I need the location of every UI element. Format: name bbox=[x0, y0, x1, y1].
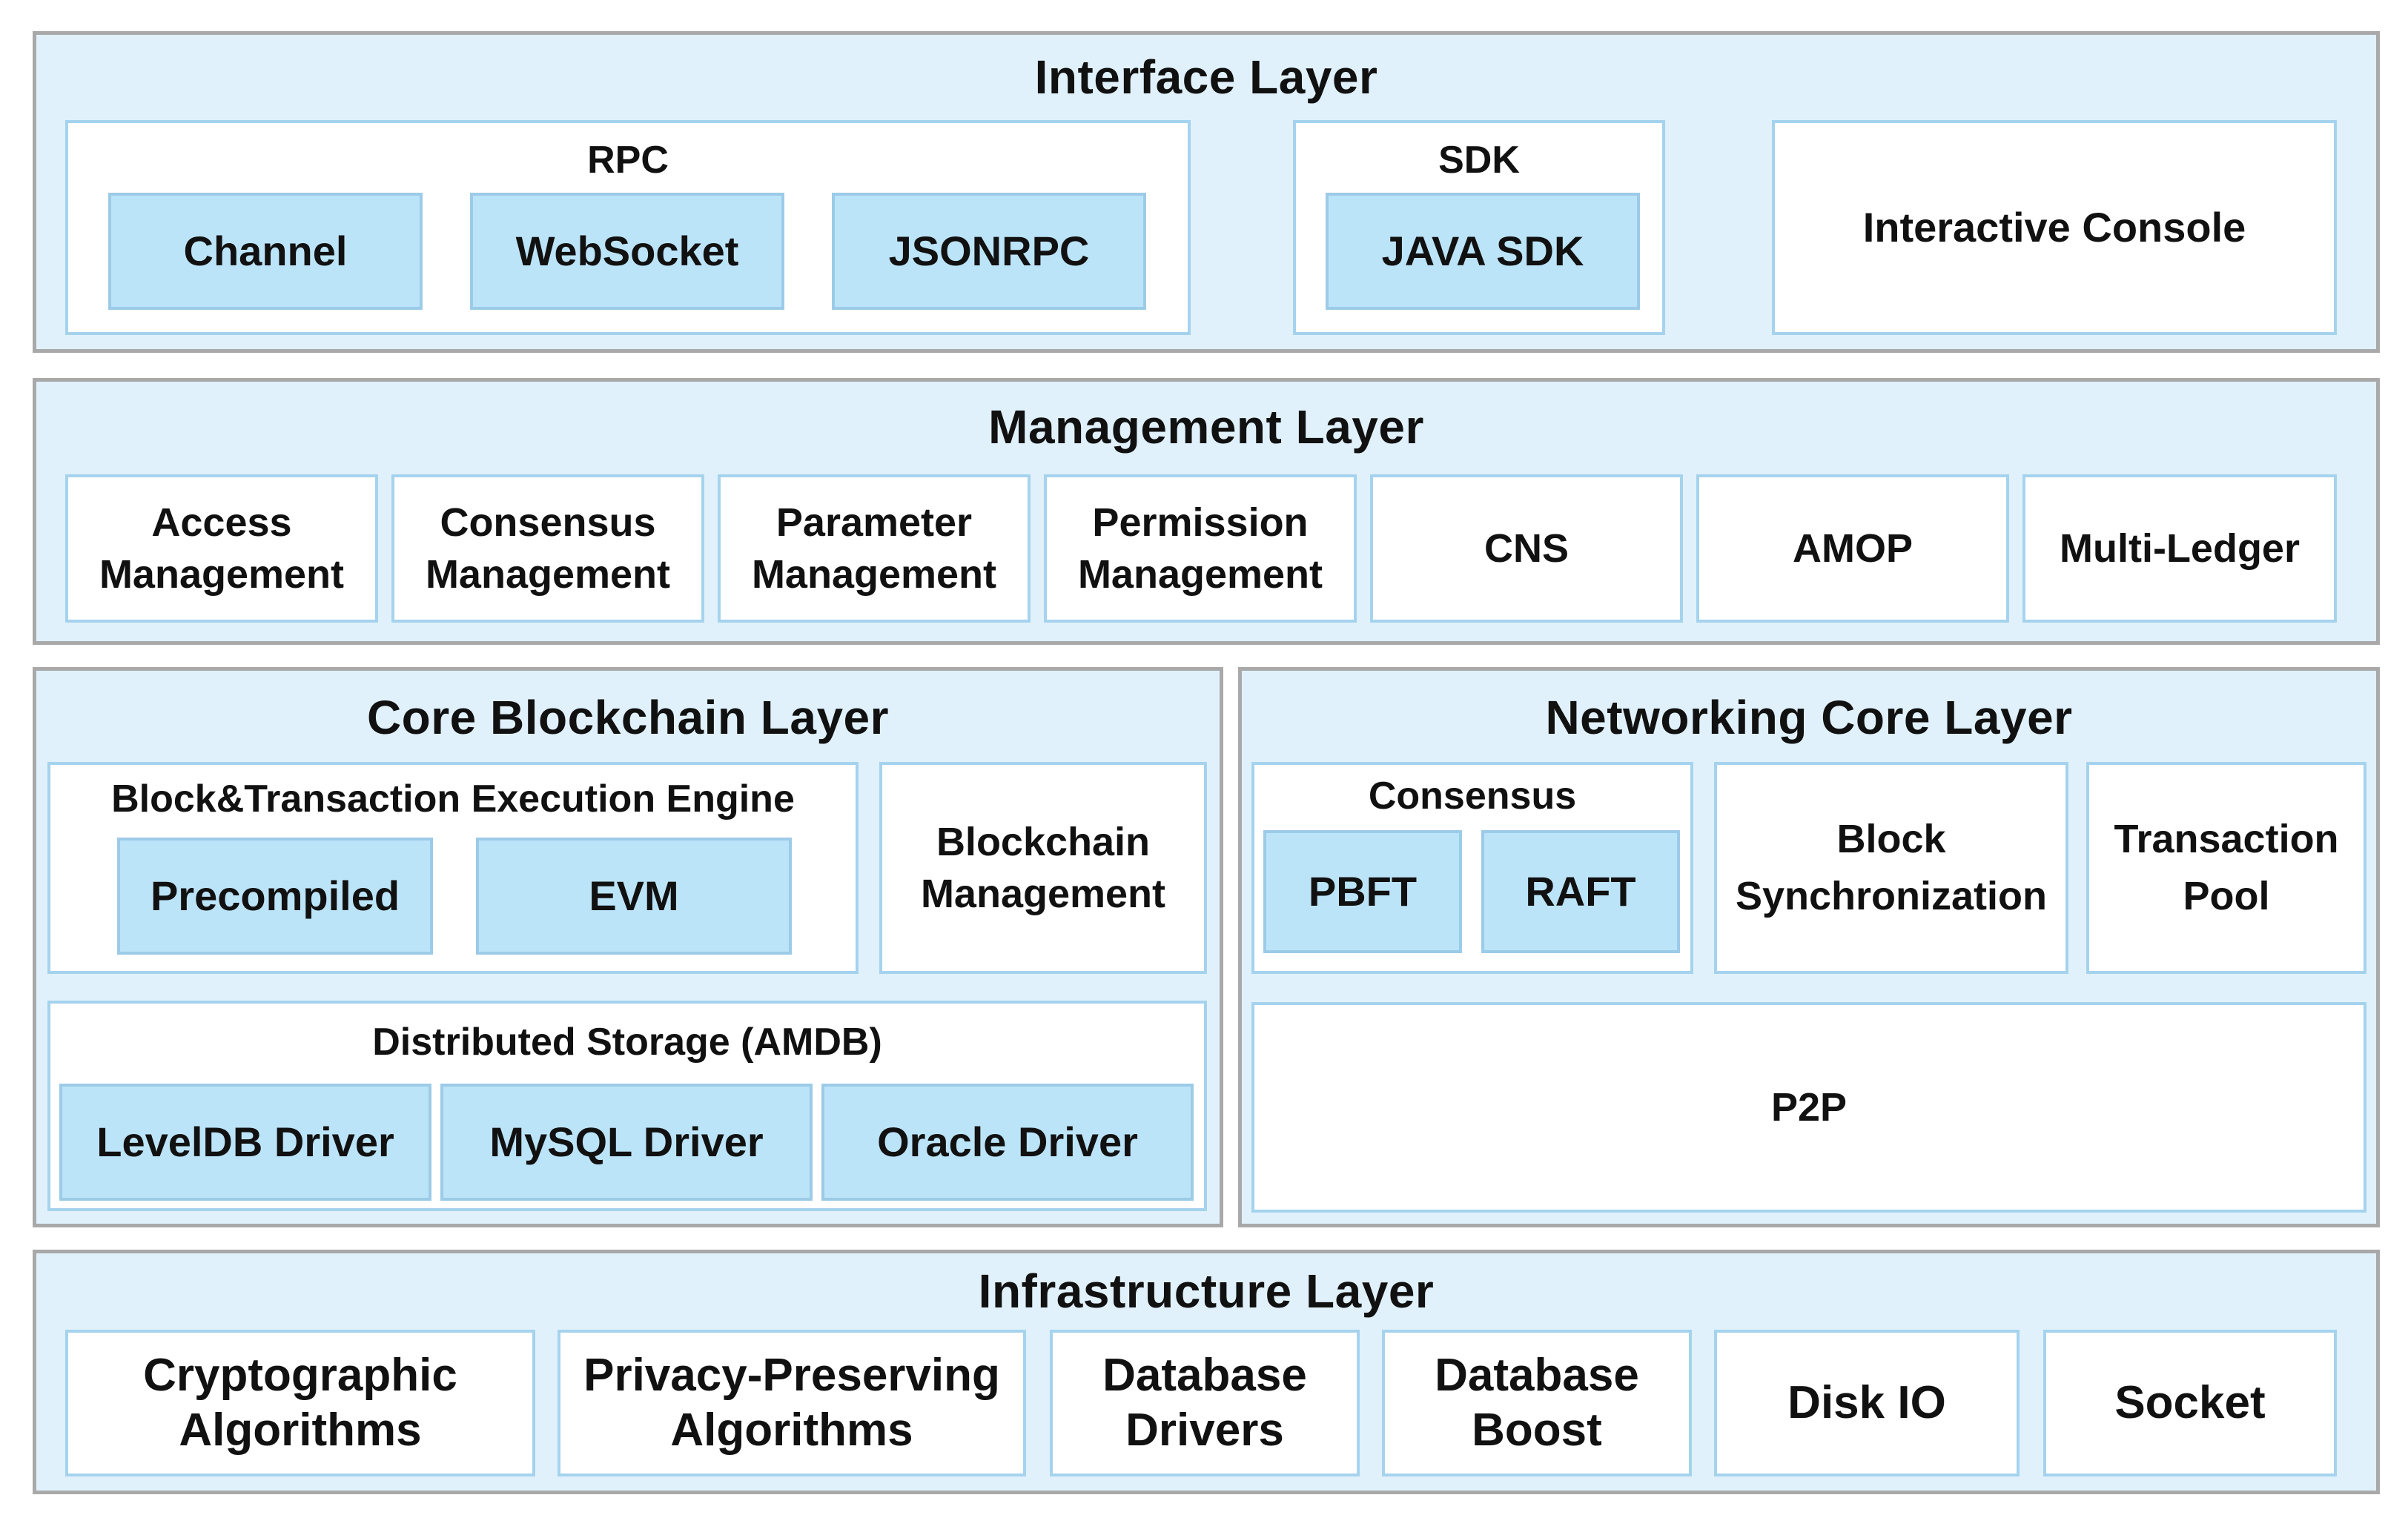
interface-layer-title: Interface Layer bbox=[1034, 50, 1378, 104]
infra-db-drivers-line2: Drivers bbox=[1125, 1405, 1284, 1456]
rpc-websocket: WebSocket bbox=[470, 193, 784, 310]
blockchain-management-line1: Blockchain bbox=[936, 819, 1151, 864]
infra-db-boost-line2: Boost bbox=[1472, 1405, 1602, 1456]
execution-engine-title: Block&Transaction Execution Engine bbox=[111, 778, 795, 821]
mgmt-item-permission-line2: Management bbox=[1077, 552, 1323, 597]
storage-leveldb-driver: LevelDB Driver bbox=[59, 1084, 431, 1201]
infra-crypto-line2: Algorithms bbox=[179, 1405, 422, 1456]
mgmt-item-permission-line1: Permission bbox=[1092, 500, 1309, 545]
transaction-pool-line2: Pool bbox=[2183, 874, 2270, 918]
block-sync-line1: Block bbox=[1836, 817, 1946, 862]
consensus-pbft: PBFT bbox=[1263, 830, 1462, 953]
networking-core-layer-title: Networking Core Layer bbox=[1545, 691, 2073, 744]
mgmt-item-multi-ledger: Multi-Ledger bbox=[2022, 474, 2337, 623]
infra-privacy-line1: Privacy-Preserving bbox=[583, 1349, 1000, 1401]
interactive-console: Interactive Console bbox=[1772, 120, 2337, 335]
infra-crypto-line1: Cryptographic bbox=[143, 1349, 457, 1401]
engine-precompiled: Precompiled bbox=[117, 838, 433, 955]
mgmt-item-cns: CNS bbox=[1370, 474, 1683, 623]
mgmt-item-parameter-line2: Management bbox=[751, 552, 997, 597]
mgmt-item-amop: AMOP bbox=[1696, 474, 2009, 623]
consensus-raft: RAFT bbox=[1481, 830, 1680, 953]
transaction-pool-line1: Transaction bbox=[2114, 817, 2339, 862]
infra-disk-io: Disk IO bbox=[1714, 1330, 2020, 1476]
storage-mysql-driver: MySQL Driver bbox=[440, 1084, 813, 1201]
mgmt-item-consensus-line1: Consensus bbox=[440, 500, 656, 545]
storage-oracle-driver: Oracle Driver bbox=[821, 1084, 1194, 1201]
sdk-group-title: SDK bbox=[1438, 139, 1520, 182]
mgmt-item-consensus-line2: Management bbox=[425, 552, 671, 597]
block-sync-line2: Synchronization bbox=[1735, 874, 2048, 918]
mgmt-item-access-line1: Access bbox=[151, 500, 292, 545]
rpc-jsonrpc: JSONRPC bbox=[832, 193, 1146, 310]
p2p: P2P bbox=[1251, 1002, 2366, 1213]
rpc-channel: Channel bbox=[108, 193, 423, 310]
sdk-java-sdk: JAVA SDK bbox=[1326, 193, 1640, 310]
engine-evm: EVM bbox=[476, 838, 792, 955]
distributed-storage-title: Distributed Storage (AMDB) bbox=[372, 1021, 882, 1064]
core-blockchain-layer-title: Core Blockchain Layer bbox=[366, 691, 890, 744]
rpc-group-title: RPC bbox=[587, 139, 669, 182]
consensus-group-title: Consensus bbox=[1368, 775, 1577, 818]
infra-db-boost-line1: Database bbox=[1435, 1349, 1639, 1401]
mgmt-item-parameter-line1: Parameter bbox=[775, 500, 973, 545]
infrastructure-layer-title: Infrastructure Layer bbox=[978, 1264, 1435, 1318]
mgmt-item-access-line2: Management bbox=[99, 552, 345, 597]
infra-db-drivers-line1: Database bbox=[1102, 1349, 1307, 1401]
infra-privacy-line2: Algorithms bbox=[670, 1405, 913, 1456]
infra-socket: Socket bbox=[2043, 1330, 2337, 1476]
management-layer-title: Management Layer bbox=[988, 400, 1424, 454]
blockchain-management-line2: Management bbox=[920, 872, 1166, 916]
